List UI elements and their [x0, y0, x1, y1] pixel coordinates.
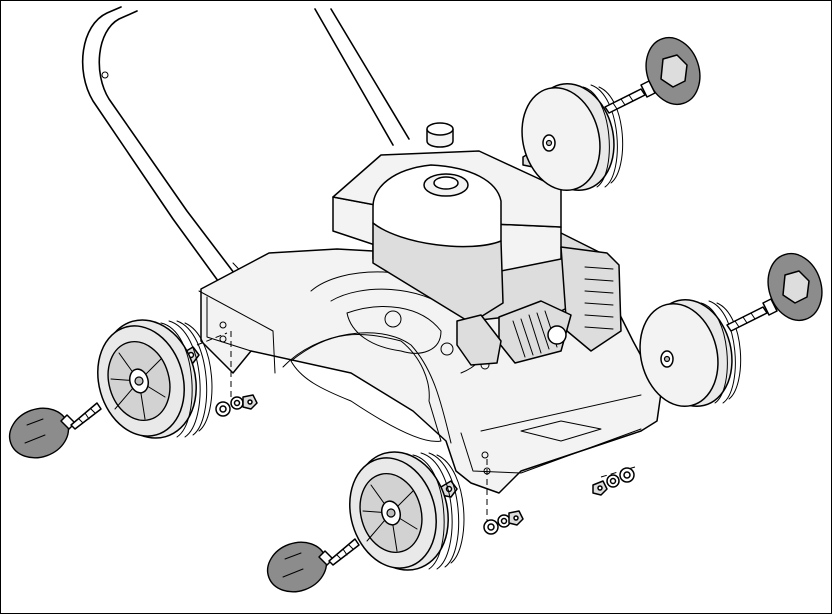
axle-alignment-guides [196, 321, 636, 527]
front-right-wheel [349, 451, 465, 571]
rear-right-wheel [639, 298, 742, 408]
washer-nut-set-rear-right [592, 467, 635, 496]
hubcap-rear-left [645, 36, 701, 106]
axle-bolt-rear-left [604, 80, 656, 114]
washer-nut-set-front-right [483, 510, 524, 535]
hubcap-front-right [266, 541, 328, 593]
engine [332, 122, 622, 366]
washer-nut-set-front-left [215, 394, 258, 417]
axle-bolt-rear-right [726, 298, 778, 332]
axle-bolt-front-left [60, 402, 102, 430]
axle-bolt-front-right [318, 538, 360, 566]
mower-handle [81, 6, 410, 330]
rear-left-wheel [521, 82, 624, 192]
hubcap-rear-right [767, 252, 823, 322]
hubcap-front-left [8, 407, 70, 459]
front-left-wheel [97, 319, 213, 439]
